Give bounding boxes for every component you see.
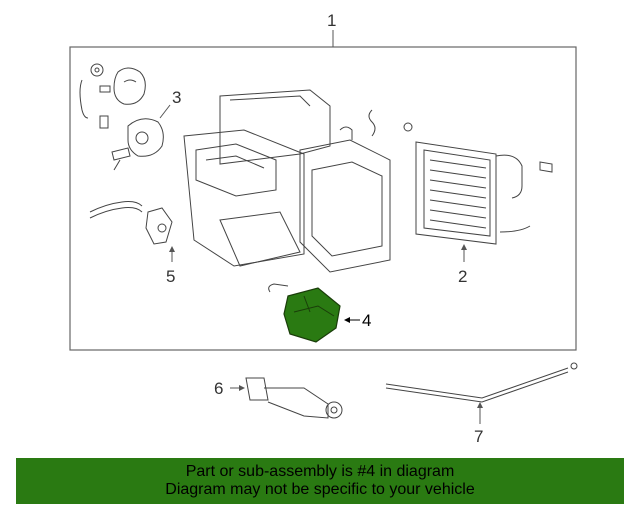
- heater-unit-housing: [183, 89, 413, 273]
- arrow-5: [169, 246, 175, 252]
- part-6-bracket: [245, 377, 343, 419]
- callout-7: 7: [474, 427, 483, 446]
- banner-line-1: Part or sub-assembly is #4 in diagram: [185, 463, 455, 480]
- assembly-frame: [69, 46, 577, 351]
- part-4-highlighted: [268, 283, 341, 343]
- arrow-7: [477, 402, 483, 408]
- arrow-4: [344, 317, 350, 323]
- banner-line-2: Diagram may not be specific to your vehi…: [165, 481, 475, 498]
- leader-3: [159, 104, 171, 119]
- arrow-2: [461, 244, 467, 250]
- callout-1: 1: [327, 11, 336, 30]
- part-3-actuator: [111, 118, 164, 171]
- callout-2: 2: [458, 267, 467, 286]
- part-5-sensor: [89, 201, 173, 245]
- callout-4: 4: [362, 311, 371, 330]
- fitment-banner: Part or sub-assembly is #4 in diagram Di…: [16, 458, 624, 504]
- callout-6: 6: [214, 379, 223, 398]
- callout-5: 5: [166, 267, 175, 286]
- arrow-6: [239, 385, 245, 391]
- part-2-heater-core: [415, 141, 553, 245]
- small-clips-top-left: [79, 63, 146, 129]
- part-7-cable: [385, 362, 578, 403]
- callout-3: 3: [172, 88, 181, 107]
